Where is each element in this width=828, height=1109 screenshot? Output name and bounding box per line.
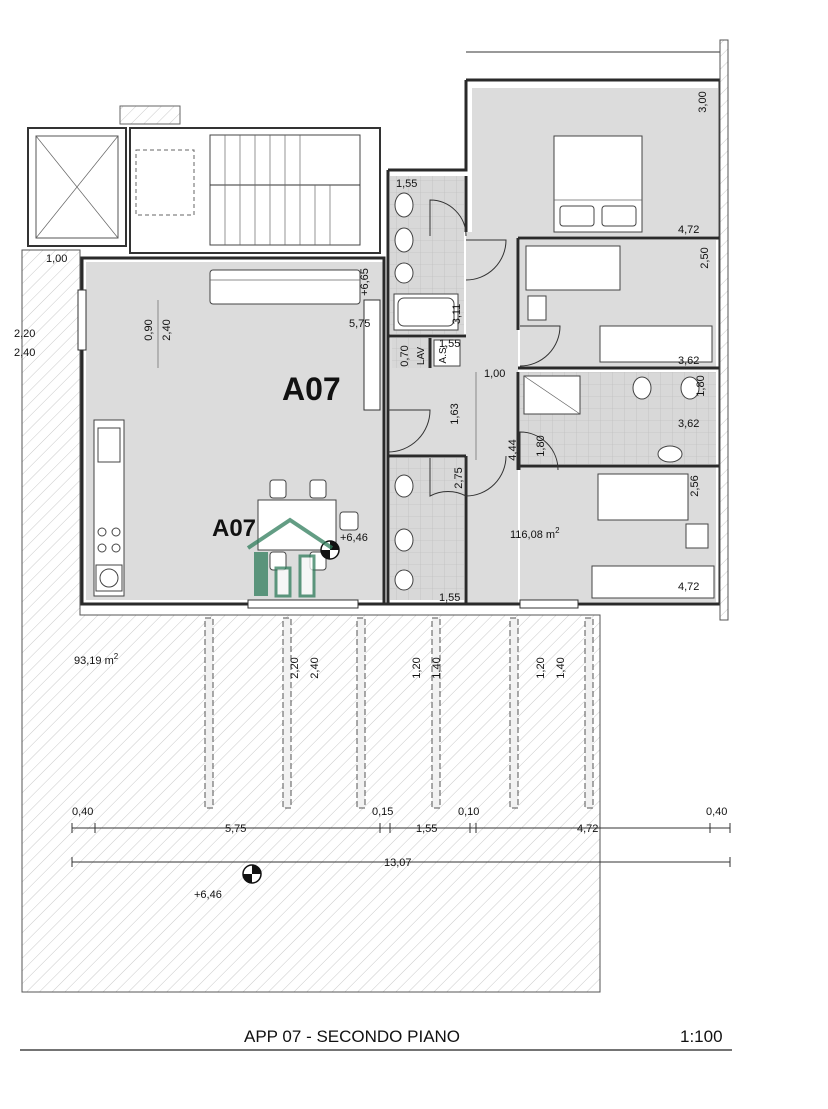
wardrobe-3 [591, 565, 715, 599]
dim-chain-5-75: 5,75 [225, 823, 246, 835]
bidet-right [680, 376, 700, 400]
dim-0-70: 0,70 [399, 345, 411, 366]
dim-win-1-20-a: 1,20 [411, 657, 423, 678]
dim-2-56: 2,56 [689, 475, 701, 496]
wc-bottom [394, 474, 414, 498]
apartment-label-secondary: A07 [212, 515, 256, 542]
dim-1-55-c: 1,55 [439, 592, 460, 604]
doors [387, 199, 561, 497]
label-washer: A.S. [438, 345, 449, 364]
sink-right [657, 445, 683, 463]
level-terrace: +6,46 [194, 889, 222, 901]
dim-1-55-b: 1,55 [439, 338, 460, 350]
dim-6-65: +6,65 [359, 268, 371, 296]
dim-4-44: 4,44 [507, 439, 519, 460]
bidet-bottom [394, 528, 414, 552]
stair-core [27, 105, 381, 254]
stair-steps [209, 134, 361, 246]
dim-win-1-40-b: 1,40 [555, 657, 567, 678]
dim-3-62-b: 3,62 [678, 418, 699, 430]
dim-1-80-a: 1,80 [535, 435, 547, 456]
wc-top [394, 192, 414, 218]
watermark-logo [246, 517, 334, 598]
dim-2-40: 2,40 [161, 319, 173, 340]
walls [77, 39, 729, 621]
wc-right [632, 376, 652, 400]
dim-win-2-40: 2,40 [309, 657, 321, 678]
dim-chain-1-55: 1,55 [416, 823, 437, 835]
dim-2-20-a: 2,20 [14, 328, 35, 340]
washer-top [433, 339, 461, 367]
dim-3-62-a: 3,62 [678, 355, 699, 367]
dim-1-00-b: 1,00 [484, 368, 505, 380]
dim-1-55-a: 1,55 [396, 178, 417, 190]
dim-1-63: 1,63 [449, 403, 461, 424]
furniture [93, 135, 715, 599]
dim-4-72-b: 4,72 [678, 581, 699, 593]
dim-chain-0-15: 0,15 [372, 806, 393, 818]
drawing-title: APP 07 - SECONDO PIANO 1:100 [20, 1027, 732, 1051]
dim-2-40-a: 2,40 [14, 347, 35, 359]
terrace-area: 93,19 m2 [74, 652, 119, 667]
interior-area: 116,08 m2 [510, 526, 560, 541]
terrace [21, 249, 601, 993]
apartment-label-main: A07 [282, 371, 341, 407]
dim-2-50: 2,50 [699, 247, 711, 268]
sink [97, 427, 121, 463]
label-lav: LAV [416, 347, 427, 365]
dim-win-2-20: 2,20 [289, 657, 301, 678]
room-labels: A07 A07 +6,46 +6,46 116,08 m2 93,19 m2 L… [74, 345, 560, 901]
dimension-lines [71, 300, 731, 867]
dim-1-80-b: 1,80 [695, 375, 707, 396]
single-bed-2 [525, 245, 621, 291]
dim-chain-0-40-r: 0,40 [706, 806, 727, 818]
dim-1-00-a: 1,00 [46, 253, 67, 265]
dim-3-00: 3,00 [697, 91, 709, 112]
dim-win-1-20-b: 1,20 [535, 657, 547, 678]
sofa [209, 269, 361, 305]
level-marker-terrace [242, 864, 262, 884]
dim-chain-0-10: 0,10 [458, 806, 479, 818]
sink-top [394, 262, 414, 284]
dim-2-75: 2,75 [453, 467, 465, 488]
dim-4-72-a: 4,72 [678, 224, 699, 236]
dim-5-75-a: 5,75 [349, 318, 370, 330]
single-bed-3 [597, 473, 689, 521]
level-living: +6,46 [340, 532, 368, 544]
pergola-beams [204, 617, 594, 809]
sink-bottom [394, 569, 414, 591]
wardrobe-2 [599, 325, 713, 363]
plan-scale: 1:100 [680, 1027, 723, 1046]
dimension-labels: 0,90 2,40 5,75 1,00 2,20 2,40 1,55 3,11 … [14, 91, 727, 869]
dim-0-90: 0,90 [143, 319, 155, 340]
bidet-top [394, 227, 414, 253]
plan-title: APP 07 - SECONDO PIANO [244, 1027, 460, 1046]
dim-chain-0-40-l: 0,40 [72, 806, 93, 818]
dim-chain-4-72: 4,72 [577, 823, 598, 835]
dim-3-11: 3,11 [451, 304, 463, 325]
dim-chain-total: 13,07 [384, 857, 412, 869]
dim-win-1-40-a: 1,40 [431, 657, 443, 678]
